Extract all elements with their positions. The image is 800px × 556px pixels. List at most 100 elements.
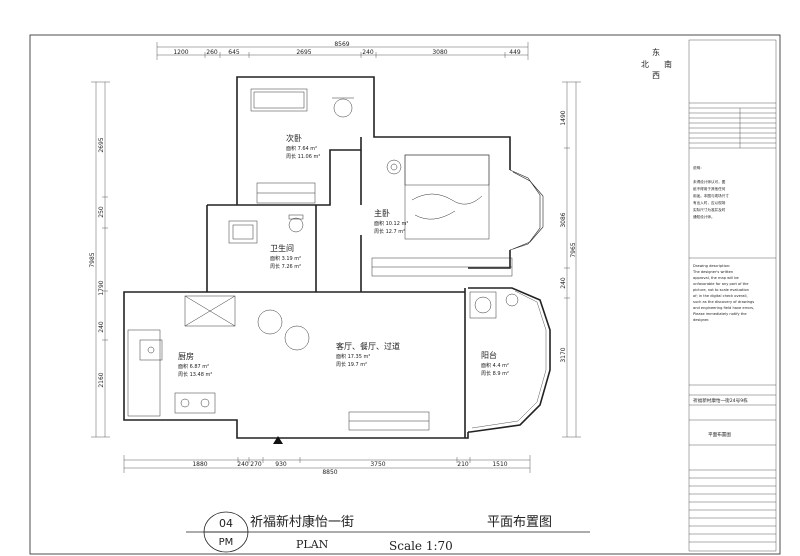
dim-top-seg: 645: [228, 49, 240, 56]
english-note-line: such as the discovery of drawings: [693, 300, 754, 304]
dim-top-seg: 1200: [173, 49, 188, 56]
room-name: 客厅、餐厅、过道: [336, 341, 400, 351]
dining-chair: [257, 309, 283, 335]
nightstand-lamp: [386, 159, 402, 175]
title-block-notes: 说明： 未得设计师认可，图 纸不得用于其他任何 用途。本图与现场尺寸 有出入时，…: [692, 165, 754, 438]
desk: [250, 88, 308, 112]
room-perimeter: 周长 13.48 m²: [178, 371, 212, 378]
stove: [174, 392, 216, 414]
chinese-note-line: 有出入时，应以现场: [693, 200, 726, 205]
title-block: [688, 39, 777, 552]
footer-scale: Scale 1:70: [389, 539, 453, 553]
room-perimeter: 周长 8.9 m²: [481, 370, 509, 377]
chinese-note-line: 实际尺寸为准并及时: [693, 207, 726, 212]
dim-top-total: 8569: [334, 41, 349, 48]
dim-top-seg: 260: [206, 49, 218, 56]
english-note-line: Drawing description:: [693, 264, 730, 268]
english-note-line: and engineering field have errors,: [693, 306, 754, 310]
room-name: 阳台: [481, 350, 497, 360]
bed-headboard: [404, 154, 490, 186]
bay-window: [509, 169, 544, 251]
dim-left-seg: 1790: [98, 280, 105, 295]
english-note-line: approval, the map will be: [693, 276, 739, 280]
dim-left-seg: 240: [98, 321, 105, 333]
room-perimeter: 周长 12.7 m²: [374, 228, 405, 235]
drawing-number: 04: [219, 517, 233, 530]
room-area: 面积 10.12 m²: [374, 220, 408, 227]
sheet-frame: [29, 34, 781, 555]
project-name: 祈福新村康怡一街24号9栋: [693, 397, 748, 404]
dim-bottom-seg: 210: [457, 461, 469, 468]
english-note-line: unfavorable for any part of the: [693, 282, 749, 286]
footer-plan-label: PLAN: [296, 538, 329, 551]
dim-bottom-seg: 1510: [492, 461, 507, 468]
chinese-note-line: 用途。本图与现场尺寸: [693, 193, 729, 198]
kitchen-counter: [127, 329, 161, 417]
room-area: 面积 7.64 m²: [286, 145, 317, 152]
walls: [123, 76, 551, 439]
english-note-line: of; in the digital check overall,: [693, 294, 748, 298]
room-area: 面积 17.35 m²: [336, 353, 370, 360]
chair: [333, 98, 353, 118]
toilet: [288, 217, 304, 233]
room-area: 面积 4.4 m²: [481, 362, 509, 369]
dim-left-seg: 2160: [98, 372, 105, 387]
dining-chair: [284, 325, 310, 351]
drawing-name: 平面布置图: [708, 431, 731, 438]
dim-right-seg: 3086: [560, 212, 567, 227]
dim-bottom-seg: 240: [237, 461, 249, 468]
room-area: 面积 3.19 m²: [270, 255, 301, 262]
footer-drawing-title: 平面布置图: [487, 515, 552, 530]
english-note-line: designer.: [693, 318, 709, 322]
chinese-note-line: 未得设计师认可，图: [693, 179, 726, 184]
dim-left-seg: 250: [98, 206, 105, 218]
room-name: 次卧: [286, 133, 302, 143]
dim-left-seg: 2695: [98, 137, 105, 152]
dim-right-total: 7965: [570, 242, 577, 257]
entrance-arrow-icon: [273, 436, 283, 444]
footer-project: 祈福新村康怡一街: [250, 514, 354, 530]
english-note-line: The designer's written: [692, 270, 733, 274]
bed-cover: [411, 193, 483, 205]
dim-top-seg: 2695: [296, 49, 311, 56]
room-area: 面积 6.87 m²: [178, 363, 209, 370]
dim-right-seg: 3170: [560, 347, 567, 362]
compass-south: 南: [664, 59, 672, 69]
bath-sink: [228, 220, 258, 244]
kitchen-fridge: [184, 295, 236, 327]
english-note-line: Please immediately notify the: [693, 312, 747, 316]
footer-title: 04 PM 祈福新村康怡一街 平面布置图 PLAN Scale 1:70: [186, 511, 590, 553]
dim-bottom-seg: 1880: [192, 461, 207, 468]
dim-bottom-total: 8850: [322, 469, 337, 476]
compass-west: 西: [652, 71, 660, 80]
room-name: 卫生间: [270, 243, 294, 253]
compass: 东 北 南 西: [641, 47, 672, 80]
dim-bottom-seg: 3750: [370, 461, 385, 468]
chinese-note-line: 通知设计师。: [693, 214, 715, 219]
dim-right-seg: 240: [560, 277, 567, 289]
room-perimeter: 周长 19.7 m²: [336, 361, 367, 368]
drawing-code: PM: [219, 537, 234, 548]
balcony-glazing: [471, 290, 547, 429]
dim-right-seg: 1490: [560, 110, 567, 125]
room-perimeter: 周长 7.26 m²: [270, 263, 301, 270]
dim-top-seg: 240: [362, 49, 374, 56]
compass-north: 北: [641, 60, 649, 69]
dim-top-seg: 449: [509, 49, 521, 56]
balcony-chair: [505, 293, 519, 307]
furniture: [127, 88, 519, 431]
room-name: 厨房: [178, 351, 194, 361]
room-labels: 次卧 面积 7.64 m² 周长 11.06 m² 主卧 面积 10.12 m²…: [178, 133, 509, 378]
dim-top-seg: 3080: [432, 49, 447, 56]
notes-heading: 说明：: [693, 165, 704, 170]
washing-machine: [469, 291, 497, 319]
dimension-lines: [91, 42, 581, 473]
compass-east: 东: [652, 47, 660, 57]
room-perimeter: 周长 11.06 m²: [286, 153, 320, 160]
dim-left-total: 7985: [89, 252, 96, 267]
room-name: 主卧: [374, 208, 390, 218]
english-note-line: picture, not to scale evaluation: [693, 288, 749, 292]
dim-bottom-seg: 270: [250, 461, 262, 468]
dim-bottom-seg: 930: [275, 461, 287, 468]
